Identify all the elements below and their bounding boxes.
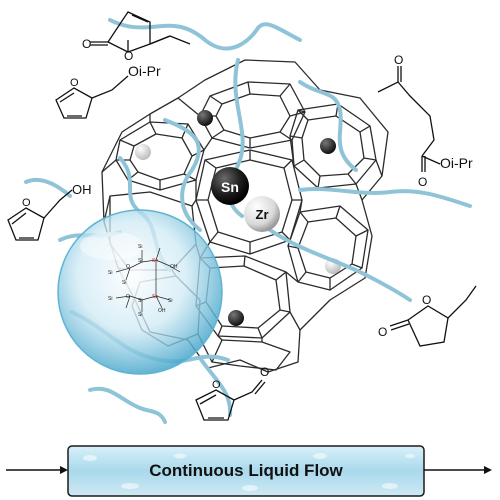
furan-o: O <box>70 77 79 89</box>
silanol-network <box>115 247 181 312</box>
cage-right <box>287 205 369 291</box>
si-label: Si <box>168 298 172 304</box>
site-light <box>135 144 151 160</box>
gvl-carbonyl-o: O <box>378 325 387 339</box>
angelica-carbonyl-o: O <box>82 37 91 51</box>
oh-label: OH <box>158 308 166 314</box>
o-label: O <box>126 264 130 270</box>
si-label: Si <box>138 298 142 304</box>
ester-carbonyl-o: O <box>418 175 427 189</box>
si-label: Si <box>108 270 112 276</box>
framework-outline <box>101 59 389 373</box>
flow-tube <box>6 445 492 497</box>
gvl-ring-o: O <box>422 293 431 307</box>
ether-group-label: Oi-Pr <box>128 63 161 79</box>
zr-label: Zr <box>256 207 269 222</box>
si-label: Si <box>138 312 142 318</box>
furan-o: O <box>212 379 221 391</box>
molecule-furfuryl-ether <box>55 75 129 119</box>
metal-centers: Sn Zr <box>211 167 280 232</box>
site-dark <box>228 310 244 326</box>
si-label: Si <box>122 280 126 286</box>
sn-site-label: Sn <box>152 294 158 300</box>
wave <box>268 228 412 302</box>
silanol-atoms: Si O Si Sn OH Si Si Si O Si Sn Si Si OH <box>108 244 178 318</box>
framework-sites <box>135 110 341 326</box>
o-label: O <box>126 294 130 300</box>
molecule-levulinate <box>377 66 441 172</box>
alcohol-group-label: OH <box>72 182 92 197</box>
wave <box>108 18 302 51</box>
wave <box>88 386 167 424</box>
silanol-bubble: Si O Si Sn OH Si Si Si O Si Sn Si Si OH <box>57 209 223 375</box>
wave <box>24 177 72 198</box>
sn-atom <box>211 167 249 205</box>
flow-label: Continuous Liquid Flow <box>149 461 343 480</box>
ketone-o: O <box>394 53 403 67</box>
aldehyde-o: O <box>260 365 269 379</box>
si-label: Si <box>138 244 142 250</box>
site-dark <box>320 138 336 154</box>
si-label: Si <box>108 296 112 302</box>
oh-label: OH <box>170 264 178 270</box>
si-label: Si <box>138 258 142 264</box>
cage-bottom <box>211 339 291 371</box>
sn-site-label: Sn <box>152 258 158 264</box>
wave <box>163 118 202 232</box>
molecule-angelica-lactone <box>90 11 191 53</box>
molecule-furfural <box>195 379 266 421</box>
wave <box>298 80 358 172</box>
ester-group-label: Oi-Pr <box>440 155 473 171</box>
zr-atom <box>244 196 280 232</box>
wave <box>298 187 472 208</box>
site-dark <box>197 110 213 126</box>
furan-o: O <box>22 197 31 209</box>
wave <box>198 356 233 417</box>
sn-label: Sn <box>221 179 239 195</box>
molecule-furfuryl-alcohol <box>7 189 73 241</box>
angelica-ring-o: O <box>124 49 133 63</box>
molecule-gvl <box>389 285 477 347</box>
